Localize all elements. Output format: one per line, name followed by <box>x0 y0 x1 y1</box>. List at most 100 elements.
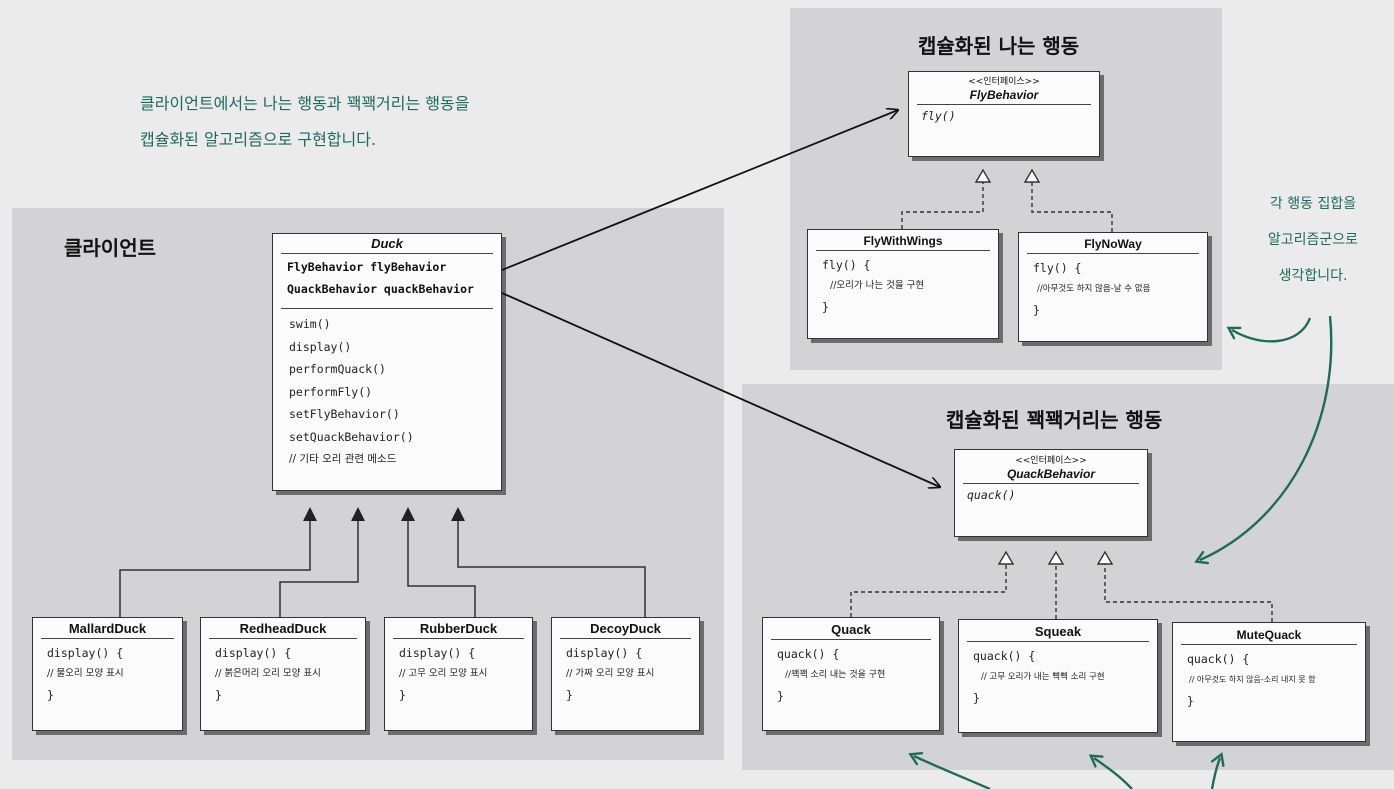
method-comment: // 가짜 오리 모양 표시 <box>566 668 655 679</box>
flybehavior-interface-box: <<인터페이스>> FlyBehavior fly() <box>908 71 1100 157</box>
association-arrow-quack <box>501 292 940 487</box>
flynoway-class-box: FlyNoWay fly() { //아무것도 하지 않음-날 수 없음 } <box>1018 232 1208 342</box>
stereotype-label: <<인터페이스>> <box>968 77 1040 87</box>
client-panel-title: 클라이언트 <box>64 236 156 260</box>
note-right-line1: 각 행동 집합을 <box>1269 196 1357 212</box>
method-close: } <box>777 689 784 703</box>
divider <box>963 483 1139 484</box>
class-name: Quack <box>831 622 871 637</box>
duck-class-box: Duck FlyBehavior flyBehavior QuackBehavi… <box>272 233 502 491</box>
divider <box>393 638 524 639</box>
bottom-arrow-3 <box>1210 752 1225 789</box>
note-right-line2: 알고리즘군으로 <box>1267 232 1359 248</box>
duck-class-name: Duck <box>371 236 403 251</box>
bottom-arrow-1 <box>908 751 991 789</box>
quack-realization-heads <box>997 550 1114 565</box>
divider <box>917 104 1091 105</box>
squeak-class-box: Squeak quack() { // 고무 오리가 내는 삑삑 소리 구현 } <box>958 619 1158 733</box>
note-top-line1: 클라이언트에서는 나는 행동과 꽥꽥거리는 행동을 <box>140 94 470 113</box>
method-comment: // 붉은머리 오리 모양 표시 <box>215 668 321 679</box>
method-line: fly() { <box>1033 261 1082 275</box>
duck-inheritance-lines <box>119 520 646 617</box>
note-arrow-to-fly <box>1226 317 1312 343</box>
method-line: display() { <box>47 646 124 660</box>
divider <box>281 253 493 254</box>
rubberduck-class-box: RubberDuck display() { // 고무 오리 모양 표시 } <box>384 617 533 731</box>
method-close: } <box>215 688 222 702</box>
method-line: display() { <box>215 646 292 660</box>
interface-method: fly() <box>921 109 956 123</box>
decoyduck-class-box: DecoyDuck display() { // 가짜 오리 모양 표시 } <box>551 617 700 731</box>
method-close: } <box>399 688 406 702</box>
mutequack-class-box: MuteQuack quack() { // 아무것도 하지 않음-소리 내지 … <box>1172 622 1366 742</box>
divider <box>560 638 691 639</box>
method-comment: //오리가 나는 것을 구현 <box>830 280 925 291</box>
method-comment: // 물오리 모양 표시 <box>47 668 124 679</box>
mallardduck-class-box: MallardDuck display() { // 물오리 모양 표시 } <box>32 617 183 731</box>
note-right-line3: 생각합니다. <box>1278 268 1348 284</box>
duck-method: performFly() <box>289 384 373 399</box>
interface-name: FlyBehavior <box>969 88 1039 102</box>
interface-name: QuackBehavior <box>1006 467 1096 481</box>
redheadduck-class-box: RedheadDuck display() { // 붉은머리 오리 모양 표시… <box>200 617 366 731</box>
method-line: fly() { <box>822 258 871 272</box>
duck-inheritance-heads <box>303 507 465 521</box>
method-line: display() { <box>399 646 476 660</box>
class-name: MuteQuack <box>1236 628 1302 642</box>
interface-method: quack() <box>967 488 1016 502</box>
class-name: RedheadDuck <box>239 621 327 636</box>
method-comment: //아무것도 하지 않음-날 수 없음 <box>1037 284 1151 294</box>
quack-panel-title: 캡슐화된 꽥꽥거리는 행동 <box>946 408 1163 432</box>
association-arrow-fly <box>501 110 898 271</box>
class-name: Squeak <box>1034 624 1082 639</box>
method-close: } <box>566 688 573 702</box>
method-close: } <box>1187 694 1194 708</box>
method-line: quack() { <box>1187 652 1250 666</box>
fly-panel-title: 캡슐화된 나는 행동 <box>918 34 1080 58</box>
fly-realization-lines <box>901 182 1113 232</box>
quack-class-box: Quack quack() { //꽥꽥 소리 내는 것을 구현 } <box>762 617 940 731</box>
method-close: } <box>47 688 54 702</box>
method-line: display() { <box>566 646 643 660</box>
stereotype-label: <<인터페이스>> <box>1015 456 1087 466</box>
duck-method: performQuack() <box>289 362 386 376</box>
flywithwings-class-box: FlyWithWings fly() { //오리가 나는 것을 구현 } <box>807 229 999 339</box>
duck-method: // 기타 오리 관련 메소드 <box>289 453 397 465</box>
method-comment: // 고무 오리 모양 표시 <box>399 668 488 679</box>
fly-realization-heads <box>974 168 1041 183</box>
class-name: DecoyDuck <box>590 621 661 636</box>
duck-method: swim() <box>289 317 331 331</box>
divider <box>1181 644 1357 645</box>
divider <box>771 639 931 640</box>
duck-method: setQuackBehavior() <box>289 429 414 444</box>
duck-method: display() <box>289 339 352 354</box>
divider <box>967 641 1149 642</box>
quackbehavior-interface-box: <<인터페이스>> QuackBehavior quack() <box>954 449 1148 537</box>
quack-realization-lines <box>850 564 1273 622</box>
note-arrow-to-quack <box>1194 315 1333 565</box>
method-line: quack() { <box>973 649 1036 663</box>
duck-field: FlyBehavior flyBehavior <box>287 260 447 274</box>
divider <box>41 638 174 639</box>
class-name: FlyWithWings <box>863 234 943 248</box>
note-top-line2: 캡슐화된 알고리즘으로 구현합니다. <box>140 130 377 149</box>
divider <box>281 308 493 309</box>
method-close: } <box>973 691 980 705</box>
divider <box>209 638 357 639</box>
method-close: } <box>822 300 829 314</box>
method-comment: // 아무것도 하지 않음-소리 내지 못 함 <box>1189 675 1316 684</box>
class-name: FlyNoWay <box>1084 237 1142 251</box>
duck-method: setFlyBehavior() <box>289 407 400 421</box>
divider <box>1027 253 1199 254</box>
method-comment: // 고무 오리가 내는 삑삑 소리 구현 <box>981 672 1105 682</box>
divider <box>816 250 990 251</box>
bottom-arrow-2 <box>1088 754 1133 789</box>
note-right: 각 행동 집합을 알고리즘군으로 생각합니다. <box>1250 186 1376 294</box>
method-line: quack() { <box>777 647 840 661</box>
method-close: } <box>1033 303 1040 317</box>
note-top: 클라이언트에서는 나는 행동과 꽥꽥거리는 행동을 캡슐화된 알고리즘으로 구현… <box>140 86 469 158</box>
duck-field: QuackBehavior quackBehavior <box>287 282 474 296</box>
class-name: MallardDuck <box>68 621 147 636</box>
class-name: RubberDuck <box>419 621 498 636</box>
